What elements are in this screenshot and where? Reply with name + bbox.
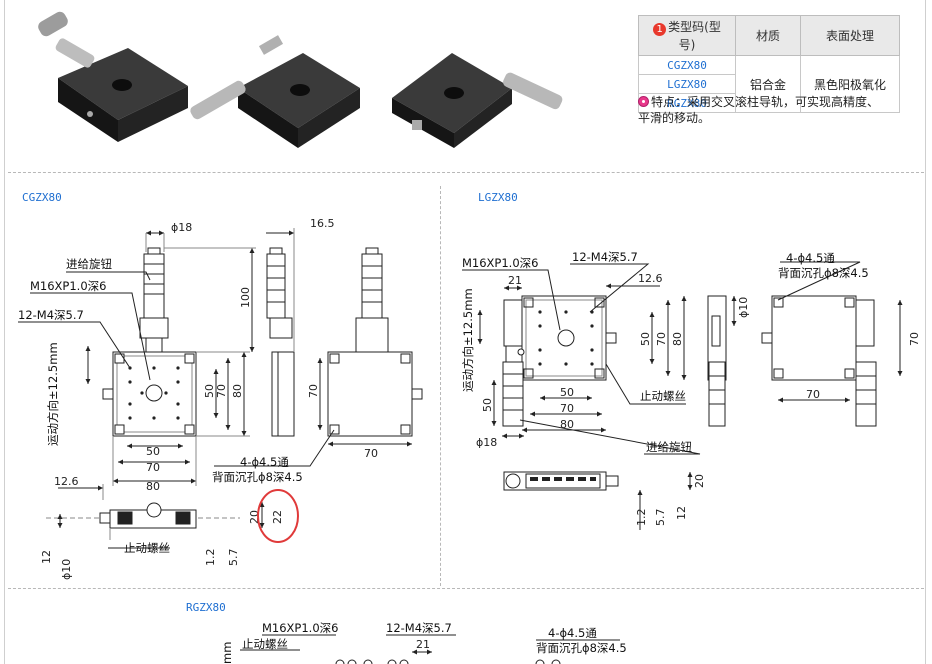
spec-code-cgzx80: CGZX80 (638, 55, 736, 75)
lg-side-70v: 70 (908, 332, 921, 346)
lg-dim-70h: 70 (560, 402, 574, 415)
spec-surface: 黑色阳极氧化 (800, 55, 900, 113)
rg-motion-label: mm (220, 642, 234, 664)
lg-cbore-label: 背面沉孔ϕ8深4.5 (778, 266, 869, 280)
cg-thread-label: M16XP1.0深6 (30, 279, 106, 293)
cg-tap-label: 12-M4深5.7 (18, 308, 84, 322)
spec-row: RGZX80 (638, 93, 900, 113)
lg-dim-21: 21 (508, 274, 522, 287)
rgzx80-drawing (240, 634, 620, 664)
cg-side-70b: 70 (307, 384, 320, 398)
cg-side-70: 70 (364, 447, 378, 460)
rg-cbore-label: 背面沉孔ϕ8深4.5 (536, 641, 627, 655)
cg-knob-label: 进给旋钮 (66, 257, 112, 271)
lg-dim-50v: 50 (481, 398, 494, 412)
cg-dim-22: 22 (271, 510, 284, 524)
lg-motion-label: 运动方向±12.5mm (461, 288, 475, 392)
lgzx80-front-view (462, 263, 701, 455)
lg-dim-12: 1.2 (635, 509, 648, 527)
section-label-lgzx80: LGZX80 (478, 191, 518, 204)
lg-tap-label: 12-M4深5.7 (572, 250, 638, 264)
lg-dim-57: 5.7 (654, 509, 667, 527)
lgzx80-back-view (761, 261, 903, 427)
lg-knob-label: 进给旋钮 (646, 440, 692, 454)
rg-holes-label: 4-ϕ4.5通 (548, 626, 597, 640)
feature-text: 特点：采用交叉滚柱导轨，可实现高精度、平滑的移动。 (638, 95, 880, 125)
spec-row: CGZX80 铝合金 黑色阳极氧化 (638, 55, 900, 113)
spec-code-rgzx80: RGZX80 (638, 93, 736, 113)
rg-thread-label: M16XP1.0深6 (262, 621, 338, 635)
lg-thread-label: M16XP1.0深6 (462, 256, 538, 270)
cg-dim-80h: 80 (146, 480, 160, 493)
feature-bullet-icon (638, 96, 649, 107)
cg-dim-57: 5.7 (227, 549, 240, 567)
divider-top (8, 172, 924, 173)
badge-number: 1 (653, 23, 667, 36)
lg-side-70: 70 (806, 388, 820, 401)
cg-cbore-label: 背面沉孔ϕ8深4.5 (212, 470, 303, 484)
cg-dim-80: 80 (231, 384, 244, 398)
feature-note: 特点：采用交叉滚柱导轨，可实现高精度、平滑的移动。 (638, 94, 880, 126)
section-label-cgzx80: CGZX80 (22, 191, 62, 204)
cg-dim-d10: ϕ10 (60, 559, 73, 580)
cg-stop-label: 止动螺丝 (124, 541, 170, 555)
cg-dim-50: 50 (203, 384, 216, 398)
product-photo-cgzx80 (38, 11, 188, 142)
lg-stop-label: 止动螺丝 (640, 389, 686, 403)
lg-dim-50h: 50 (560, 386, 574, 399)
rg-tap-label: 12-M4深5.7 (386, 621, 452, 635)
lg-dim-126: 12.6 (638, 272, 663, 285)
lg-dim-80: 80 (671, 332, 684, 346)
cgzx80-side-view (266, 228, 295, 437)
lg-dim-d10: ϕ10 (737, 297, 750, 318)
cg-motion-label: 运动方向±12.5mm (46, 342, 60, 446)
product-photo-rgzx80 (392, 53, 563, 148)
spec-material: 铝合金 (735, 55, 801, 113)
cg-dim-d18: ϕ18 (171, 221, 192, 234)
spec-header-surface: 表面处理 (800, 15, 900, 56)
lg-dim-80h: 80 (560, 418, 574, 431)
lg-dim-20: 20 (693, 474, 706, 488)
cg-dim-12b: 1.2 (204, 549, 217, 567)
product-photo-lgzx80 (190, 35, 360, 148)
highlight-circle (257, 489, 299, 543)
divider-vertical (440, 186, 441, 586)
lgzx80-bottom-view (503, 471, 693, 530)
cg-dim-50h: 50 (146, 445, 160, 458)
divider-bottom (8, 588, 924, 589)
cg-dim-12: 12 (40, 550, 53, 564)
cg-dim-126: 12.6 (54, 475, 79, 488)
lg-holes-label: 4-ϕ4.5通 (786, 251, 835, 265)
cgzx80-back-view (214, 247, 423, 467)
cgzx80-front-view (18, 230, 256, 500)
rg-dim-21: 21 (416, 638, 430, 651)
cg-holes-label: 4-ϕ4.5通 (240, 455, 289, 469)
page-frame (4, 0, 926, 664)
cg-dim-70h: 70 (146, 461, 160, 474)
lg-dim-12b: 12 (675, 506, 688, 520)
rg-stop-label: 止动螺丝 (242, 637, 288, 651)
lg-dim-70: 70 (655, 332, 668, 346)
cgzx80-bottom-view (46, 502, 265, 549)
cg-dim-70: 70 (215, 384, 228, 398)
spec-code-lgzx80: LGZX80 (638, 74, 736, 94)
cg-dim-165: 16.5 (310, 217, 335, 230)
spec-row: LGZX80 (638, 74, 900, 94)
lg-dim-d18: ϕ18 (476, 436, 497, 449)
section-label-rgzx80: RGZX80 (186, 601, 226, 614)
cg-dim-100: 100 (239, 287, 252, 308)
lgzx80-side-view (707, 295, 737, 427)
lg-dim-50: 50 (639, 332, 652, 346)
